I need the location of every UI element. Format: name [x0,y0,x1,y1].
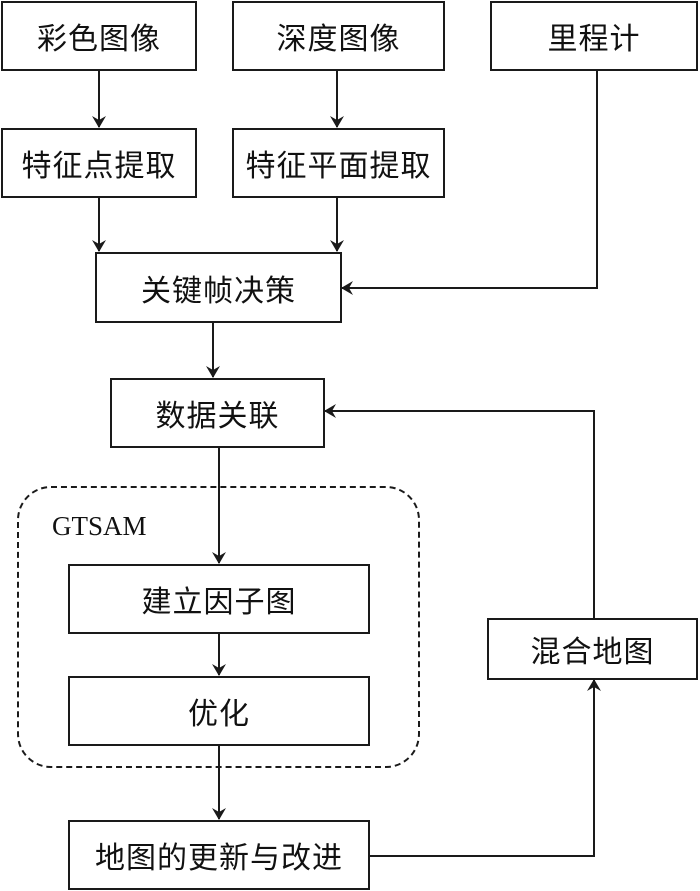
node-feature-plane-extraction: 特征平面提取 [232,128,445,198]
node-data-association: 数据关联 [110,378,325,448]
node-hybrid-map: 混合地图 [487,618,698,680]
node-map-update-improvement: 地图的更新与改进 [68,820,370,890]
edge-mapupdate-to-hybridmap [369,679,601,857]
gtsam-group [17,486,420,768]
node-optimization: 优化 [68,676,370,746]
gtsam-group-label: GTSAM [52,511,147,541]
node-build-factor-graph: 建立因子图 [68,564,370,634]
edge-odometer-to-keyframe [341,70,598,295]
edge-hybridmap-to-dataassoc [324,404,595,618]
node-odometer: 里程计 [490,1,698,71]
node-color-image: 彩色图像 [1,1,197,71]
node-feature-point-extraction: 特征点提取 [1,128,197,198]
node-keyframe-decision: 关键帧决策 [95,252,342,323]
node-depth-image: 深度图像 [232,1,445,71]
